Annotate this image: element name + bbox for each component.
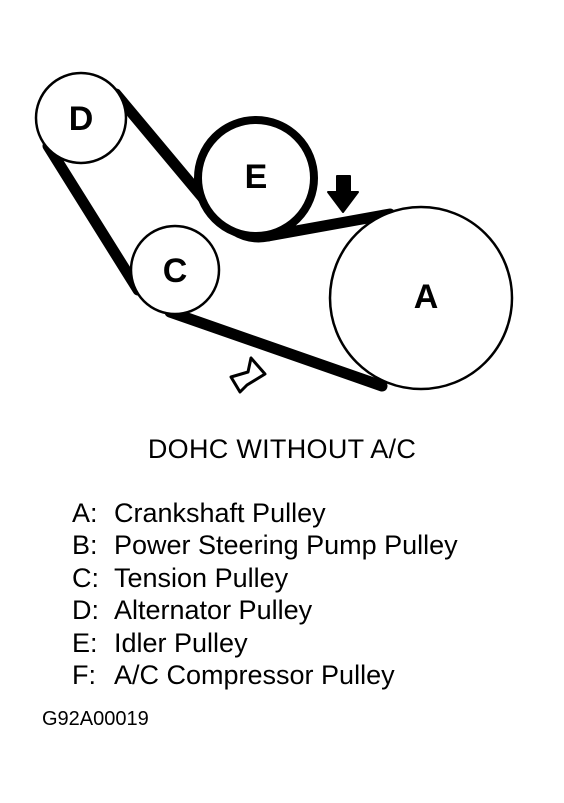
legend-text: Power Steering Pump Pulley: [114, 530, 458, 561]
pulley-a-label: A: [414, 278, 439, 316]
belt-deflection-arrow-solid-icon: [327, 175, 359, 213]
legend-item: A: Crankshaft Pulley: [72, 497, 458, 529]
legend-key: D:: [72, 595, 99, 626]
pulley-d: D: [34, 71, 128, 165]
legend-text: Alternator Pulley: [114, 595, 313, 626]
pulley-d-label: D: [69, 100, 94, 138]
legend-item: F: A/C Compressor Pulley: [72, 659, 458, 691]
pulley-e-circle: [194, 116, 318, 240]
pulley-c-label: C: [163, 252, 188, 290]
legend-text: Tension Pulley: [114, 562, 289, 593]
legend-item: D: Alternator Pulley: [72, 594, 458, 626]
pulley-e: E: [194, 116, 318, 240]
belt-deflection-arrow-outline-icon: [229, 356, 267, 394]
legend-key: A:: [72, 498, 98, 528]
pulley-a: A: [328, 205, 514, 391]
belt-routing-diagram: A C D E: [34, 71, 514, 394]
figure-id: G92A00019: [42, 708, 149, 730]
legend-key: B:: [72, 530, 98, 561]
arrows: [229, 175, 359, 394]
legend-text: Crankshaft Pulley: [114, 498, 326, 528]
belt-run-c-d: [42, 140, 144, 296]
legend-key: F:: [72, 660, 96, 691]
legend-key: E:: [72, 627, 98, 658]
pulley-c-circle: [129, 224, 221, 316]
legend-item: E: Idler Pulley: [72, 627, 458, 659]
legend-item: B: Power Steering Pump Pulley: [72, 529, 458, 561]
legend-key: C:: [72, 562, 99, 593]
legend-item: C: Tension Pulley: [72, 562, 458, 594]
pulley-e-label: E: [245, 158, 268, 196]
legend-text: Idler Pulley: [114, 627, 248, 658]
pulley-a-circle: [328, 205, 514, 391]
legend-text: A/C Compressor Pulley: [114, 660, 395, 691]
pulley-d-circle: [34, 71, 128, 165]
belt-run-a-c: [164, 306, 388, 392]
belt-run-e-a: [262, 208, 396, 242]
diagram-caption: DOHC WITHOUT A/C: [147, 434, 417, 464]
pulleys: A C D E: [34, 71, 514, 391]
pulley-c: C: [129, 224, 221, 316]
